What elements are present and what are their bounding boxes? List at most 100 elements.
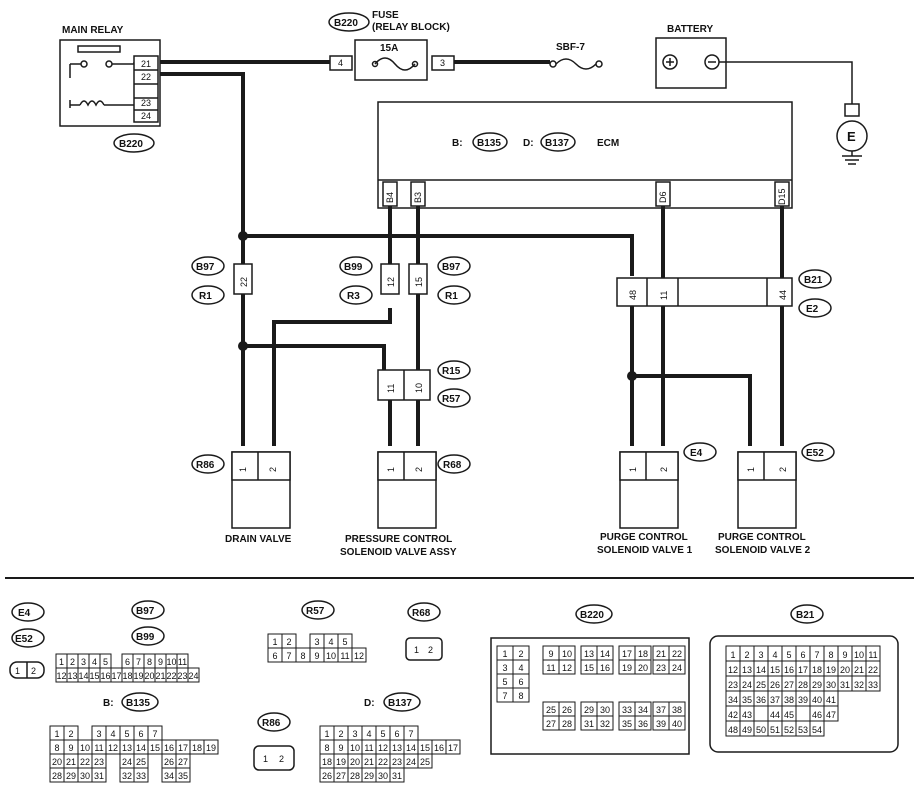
b21-pin-54-cavity [809, 720, 825, 737]
drain-pin-1: 1 [238, 467, 248, 472]
r57-pin-12-cavity [351, 647, 367, 663]
b135-pin-16: 16 [164, 743, 174, 753]
r86-pin-2: 2 [279, 754, 284, 764]
fuse-pin-3: 3 [440, 58, 445, 68]
b21-pin-48: 48 [728, 725, 738, 735]
b137-pin-8: 8 [324, 743, 329, 753]
b220-pin-32: 32 [600, 719, 610, 729]
legend-tag-b21: B21 [796, 610, 815, 621]
b135-pin-29: 29 [66, 771, 76, 781]
main-relay-label: MAIN RELAY [62, 25, 124, 36]
b220-pin-39: 39 [656, 719, 666, 729]
b135-pin-15: 15 [150, 743, 160, 753]
b97-pin-10: 10 [166, 657, 176, 667]
tag-r86: R86 [196, 460, 215, 471]
tag-e52: E52 [806, 448, 824, 459]
r68-pin-1: 1 [414, 645, 419, 655]
r15-pin-11: 11 [386, 384, 396, 393]
sbf-label: SBF-7 [556, 42, 585, 53]
b21-pin-53: 53 [798, 725, 808, 735]
b137-pin-23: 23 [392, 757, 402, 767]
b21-pin-36: 36 [756, 695, 766, 705]
b21-pin-1: 1 [730, 650, 735, 660]
b97-pin-3: 3 [81, 657, 86, 667]
pcsv-pin-1: 1 [386, 467, 396, 472]
b21-pin-6: 6 [800, 650, 805, 660]
b97-pin-13: 13 [67, 671, 77, 681]
b21-pin-50: 50 [756, 725, 766, 735]
b137-pin-29: 29 [364, 771, 374, 781]
b21-pin-23: 23 [728, 680, 738, 690]
tag-r1-right: R1 [445, 291, 458, 302]
b21-pin-35: 35 [742, 695, 752, 705]
b137-pin-30: 30 [378, 771, 388, 781]
b135-pin-19-cavity [203, 739, 219, 755]
b220-pin-19: 19 [622, 663, 632, 673]
b137-pin-13: 13 [392, 743, 402, 753]
b220-pin-35: 35 [622, 719, 632, 729]
b135-pin-11: 11 [94, 743, 103, 753]
b137-pin-19: 19 [336, 757, 346, 767]
b220-pin-12: 12 [562, 663, 572, 673]
b137-pin-4: 4 [366, 729, 371, 739]
b137-pin-24: 24 [406, 757, 416, 767]
b220-pin-37: 37 [656, 705, 666, 715]
b220-pin-4: 4 [518, 663, 523, 673]
b21-pin-16: 16 [784, 665, 794, 675]
b137-pin-5: 5 [380, 729, 385, 739]
fuse: B220 FUSE (RELAY BLOCK) 15A 4 3 [328, 10, 455, 81]
sbf-7: SBF-7 [549, 42, 603, 70]
b135-pin-20: 20 [52, 757, 62, 767]
b21-pin-44: 44 [778, 290, 788, 300]
b97-pin-21: 21 [155, 671, 165, 681]
b137-pin-26: 26 [322, 771, 332, 781]
pcsv-pin-2: 2 [414, 467, 424, 472]
tag-e4: E4 [690, 448, 703, 459]
r57-pin-12: 12 [354, 651, 364, 661]
fuse-label: FUSE [372, 10, 399, 21]
b137-pin-18: 18 [322, 757, 332, 767]
b97-pin-24: 24 [188, 671, 198, 681]
b137-pin-2: 2 [338, 729, 343, 739]
pcsv-label-2: SOLENOID VALVE ASSY [340, 547, 457, 558]
r57-pin-6: 6 [272, 651, 277, 661]
b220-pin-14: 14 [600, 649, 610, 659]
legend-tag-r68: R68 [412, 608, 431, 619]
b97-pin-7: 7 [136, 657, 141, 667]
tag-r15: R15 [442, 366, 461, 377]
b135-pin-31-cavity [91, 767, 107, 783]
legend-tag-r57: R57 [306, 606, 325, 617]
ecm-b135-tag: B135 [477, 138, 501, 149]
b135-pin-23: 23 [94, 757, 104, 767]
b135-pin-10: 10 [80, 743, 90, 753]
ground: E [719, 61, 868, 165]
b135-pin-5: 5 [124, 729, 129, 739]
b137-pin-6: 6 [394, 729, 399, 739]
b137-pin-7: 7 [408, 729, 413, 739]
b21-pin-30: 30 [826, 680, 836, 690]
r57-pin-4: 4 [328, 637, 333, 647]
legend-tag-r86: R86 [262, 718, 281, 729]
r57-pin-5: 5 [342, 637, 347, 647]
purge1-label-2: SOLENOID VALVE 1 [597, 545, 693, 556]
b137-pin-17-cavity [445, 739, 461, 755]
b97-pin-17: 17 [111, 671, 121, 681]
b97-pin-2: 2 [70, 657, 75, 667]
b97-pin-8: 8 [147, 657, 152, 667]
b137-pin-15: 15 [420, 743, 430, 753]
battery-label: BATTERY [667, 24, 713, 35]
b97-pin-23: 23 [177, 671, 187, 681]
b220-pin-2: 2 [518, 649, 523, 659]
ecm-pin-b3: B3 [413, 192, 423, 203]
purge2-pin-2: 2 [778, 467, 788, 472]
fuse-sub-label: (RELAY BLOCK) [372, 22, 450, 33]
b135-pin-31: 31 [94, 771, 104, 781]
b21-pin-43: 43 [742, 710, 752, 720]
b21-pin-34: 34 [728, 695, 738, 705]
tag-b97-left: B97 [196, 262, 215, 273]
b220-pin-24: 24 [672, 663, 682, 673]
b220-pin-3: 3 [502, 663, 507, 673]
b21-pin-46: 46 [812, 710, 822, 720]
b220-pin-38: 38 [672, 705, 682, 715]
b137-pin-16: 16 [434, 743, 444, 753]
